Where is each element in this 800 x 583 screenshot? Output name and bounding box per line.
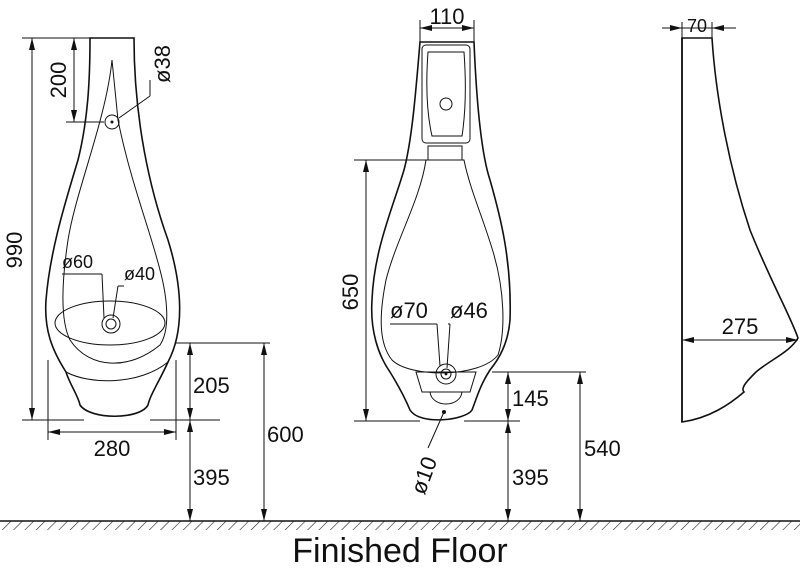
dim-540-label: 540 — [584, 436, 621, 461]
dim-110-arrow-left — [420, 25, 432, 31]
back-view-top-recess — [421, 44, 471, 144]
back-view-inner-outline — [380, 159, 504, 374]
dim-280-arrow-right — [164, 429, 176, 435]
back-view-outlet-outer — [435, 363, 457, 385]
back-view-drain-cup — [429, 391, 463, 405]
front-view-basin-ellipse — [54, 300, 166, 346]
back-view-bracket — [427, 145, 463, 161]
dim-990-label: 990 — [2, 232, 27, 269]
dim-600-arrow-bottom — [261, 509, 267, 521]
floor-hatch — [0, 521, 800, 530]
dim-275-label: 275 — [722, 314, 759, 339]
front-view-lip — [65, 361, 169, 382]
dim-540-arrow-top — [577, 372, 583, 384]
dim-110-arrow-right — [462, 25, 474, 31]
dia-40-leader — [112, 285, 119, 319]
dia-38-leader — [118, 95, 151, 119]
front-view-inlet-hole — [104, 114, 120, 130]
back-view: 110 650 ø70 ø46 ø10 145 395 540 — [338, 4, 621, 521]
dim-200-label: 200 — [46, 62, 71, 99]
dim-395-arrow-bottom — [187, 509, 193, 521]
back-view-outlet-inner — [440, 368, 452, 380]
dim-540-arrow-bottom — [577, 509, 583, 521]
dim-395-label: 395 — [193, 465, 230, 490]
dia-70-leader — [436, 323, 441, 367]
front-view-bowl — [62, 59, 168, 364]
back-view-top-recess-inner — [426, 51, 466, 137]
dim-145-label: 145 — [512, 386, 549, 411]
dim-395b-arrow-top — [505, 421, 511, 433]
dim-280-label: 280 — [94, 436, 131, 461]
dim-650-arrow-top — [363, 160, 369, 172]
dim-275-arrow-right — [786, 337, 798, 343]
dia-10-leader — [427, 411, 445, 449]
dim-70-arrow-right — [712, 25, 724, 31]
front-view: 990 200 ø38 ø60 ø40 280 205 — [2, 37, 304, 521]
dia-46-label: ø46 — [450, 298, 488, 323]
dim-395b-arrow-bottom — [505, 509, 511, 521]
front-view-outlet-inner — [105, 318, 117, 330]
dim-70-arrow-left — [670, 25, 682, 31]
dim-205-arrow-bottom — [187, 408, 193, 420]
dim-205-arrow-top — [187, 343, 193, 355]
dia-46-leader — [446, 323, 451, 369]
back-view-inlet-hole — [439, 97, 453, 111]
dim-990-arrow-bottom — [29, 408, 35, 420]
dia-70-label: ø70 — [390, 298, 428, 323]
dia-60-leader — [101, 273, 105, 319]
dim-70-label: 70 — [687, 16, 707, 36]
dia-38-label: ø38 — [150, 45, 175, 83]
dim-990-arrow-top — [29, 38, 35, 50]
dim-145-arrow-bottom — [505, 409, 511, 421]
dim-600-arrow-top — [261, 343, 267, 355]
back-view-body — [370, 41, 512, 421]
side-view: 70 275 — [662, 16, 799, 423]
dim-200-arrow-top — [71, 38, 77, 50]
dia-60-label: ø60 — [62, 252, 93, 272]
dim-395b-label: 395 — [512, 465, 549, 490]
front-view-body — [44, 37, 181, 418]
dia-10-label: ø10 — [406, 453, 442, 497]
dim-650-arrow-bottom — [363, 409, 369, 421]
finished-floor-caption: Finished Floor — [292, 532, 508, 570]
dim-650-label: 650 — [338, 274, 363, 311]
finished-floor — [0, 520, 800, 530]
back-view-outlet-center — [444, 372, 448, 376]
dim-200-arrow-bottom — [71, 110, 77, 122]
side-view-body — [681, 37, 799, 423]
dim-275-arrow-left — [682, 337, 694, 343]
dim-280-arrow-left — [48, 429, 60, 435]
front-view-inlet-center — [110, 120, 114, 124]
front-view-outlet-outer — [101, 314, 121, 334]
dim-145-arrow-top — [505, 372, 511, 384]
dim-395-arrow-top — [187, 420, 193, 432]
dim-205-label: 205 — [193, 373, 230, 398]
dim-600-label: 600 — [267, 422, 304, 447]
dia-40-label: ø40 — [124, 264, 155, 284]
dim-110-label: 110 — [429, 4, 464, 29]
